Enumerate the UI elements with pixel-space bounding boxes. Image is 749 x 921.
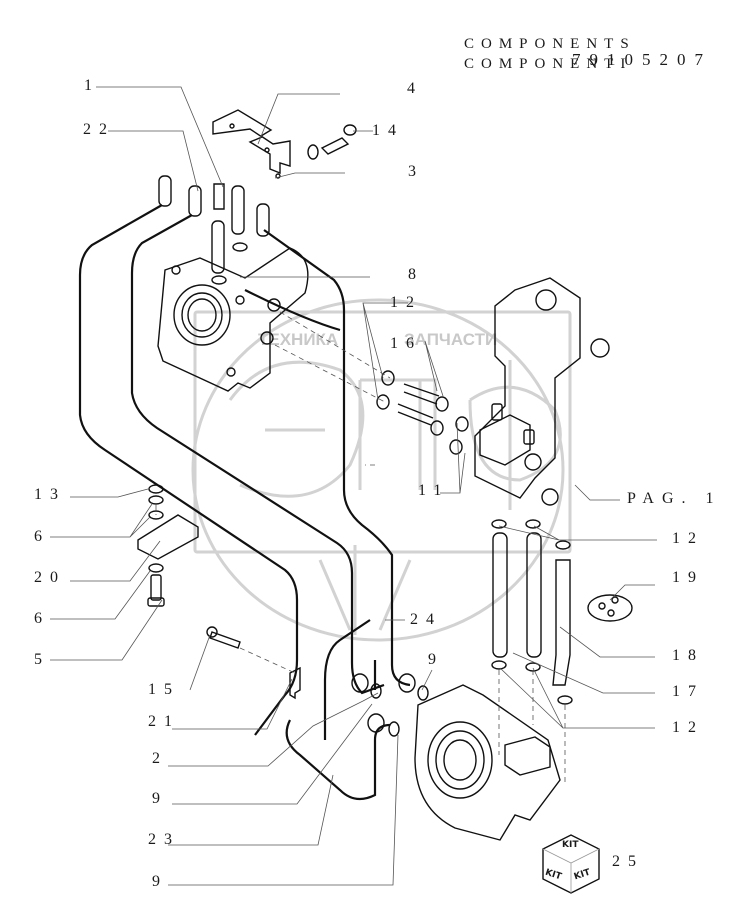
tube-part-2 bbox=[323, 619, 371, 740]
oring-9a bbox=[370, 683, 382, 699]
callout-pag-1: PAG. 1 bbox=[627, 490, 722, 507]
washer-part-6a bbox=[148, 495, 164, 505]
fitting-1 bbox=[158, 175, 172, 207]
callout-13: 13 bbox=[34, 486, 66, 503]
bolt-part-15 bbox=[209, 631, 241, 649]
tube-part-17a bbox=[492, 532, 508, 658]
callout-14: 14 bbox=[372, 122, 404, 139]
callout-17: 17 bbox=[672, 683, 704, 700]
watermark-circle bbox=[191, 298, 565, 642]
elbow-fitting-b bbox=[367, 713, 385, 733]
document-number: 79105207 bbox=[572, 50, 712, 69]
bolt-part-5 bbox=[150, 574, 162, 601]
nut-part-13 bbox=[148, 484, 164, 494]
clip-part-21 bbox=[289, 666, 301, 700]
fitting-2 bbox=[188, 185, 202, 217]
valve-block bbox=[474, 277, 581, 499]
callout-6-upper: 6 bbox=[34, 528, 50, 545]
tube-part-17b bbox=[526, 532, 542, 658]
callout-11: 11 bbox=[418, 482, 450, 499]
tube-part-22 bbox=[78, 204, 299, 736]
callout-9-upper: 9 bbox=[428, 651, 444, 668]
callout-21: 21 bbox=[148, 713, 180, 730]
tube-part-1 bbox=[130, 214, 385, 695]
callout-5: 5 bbox=[34, 651, 50, 668]
watermark-text-left: ТЕХНИКА bbox=[258, 330, 339, 349]
lower-flange-housing bbox=[414, 684, 561, 841]
spacer-part-16 bbox=[397, 383, 440, 426]
fitting-3 bbox=[231, 185, 245, 235]
callout-15: 15 bbox=[148, 681, 180, 698]
callout-23: 23 bbox=[148, 831, 180, 848]
oring-part-12a bbox=[381, 370, 395, 386]
watermark-letter-f bbox=[468, 360, 562, 510]
tube-part-24 bbox=[263, 229, 411, 687]
callout-24: 24 bbox=[410, 611, 442, 628]
oring-part-12b bbox=[491, 519, 507, 529]
callout-4: 4 bbox=[407, 80, 423, 97]
cap-part-19 bbox=[587, 594, 633, 622]
tube-part-23 bbox=[285, 719, 391, 801]
callout-18: 18 bbox=[672, 647, 704, 664]
oring-9b bbox=[417, 685, 429, 701]
oring-part-12c bbox=[491, 660, 507, 670]
title-components-it: COMPONENTI bbox=[464, 56, 633, 72]
callout-9-lower: 9 bbox=[152, 873, 168, 890]
callout-1: 1 bbox=[84, 77, 100, 94]
callout-6-lower: 6 bbox=[34, 610, 50, 627]
callout-22: 22 bbox=[83, 121, 115, 138]
callout-8: 8 bbox=[408, 266, 424, 283]
bracket-part-3 bbox=[212, 109, 291, 175]
plate-part-20 bbox=[137, 514, 199, 560]
tube-part-18 bbox=[552, 559, 571, 686]
washer-part-4 bbox=[307, 144, 319, 160]
callout-12-bottom: 12 bbox=[672, 719, 704, 736]
kit-cube-icon bbox=[542, 834, 600, 894]
elbow-fitting-a bbox=[351, 673, 369, 693]
bolt-part-14 bbox=[320, 137, 350, 155]
fitting-5 bbox=[256, 203, 270, 237]
washer-part-6b bbox=[148, 563, 164, 573]
title-components-en: COMPONENTS bbox=[464, 36, 636, 52]
callout-12-top: 12 bbox=[390, 294, 422, 311]
callout-9-middle: 9 bbox=[152, 790, 168, 807]
watermark-band bbox=[193, 310, 572, 554]
oring-9c bbox=[388, 721, 400, 737]
elbow-fitting-c bbox=[398, 673, 416, 693]
callout-12-right: 12 bbox=[672, 530, 704, 547]
callout-20: 20 bbox=[34, 569, 66, 586]
callout-16: 16 bbox=[390, 335, 422, 352]
watermark-text-right: ЗАПЧАСТИ bbox=[404, 330, 498, 349]
oring-part-11a bbox=[455, 416, 469, 432]
callout-2: 2 bbox=[152, 750, 168, 767]
watermark-letter-e bbox=[228, 360, 365, 498]
fitting-4 bbox=[211, 220, 225, 274]
nipple-part-1 bbox=[213, 183, 225, 210]
callout-25: 25 bbox=[612, 853, 644, 870]
callout-3: 3 bbox=[408, 163, 424, 180]
callout-19: 19 bbox=[672, 569, 704, 586]
leader-lines bbox=[50, 86, 657, 886]
watermark-wheat bbox=[318, 545, 412, 635]
kit-label-top: KIT bbox=[562, 840, 579, 850]
